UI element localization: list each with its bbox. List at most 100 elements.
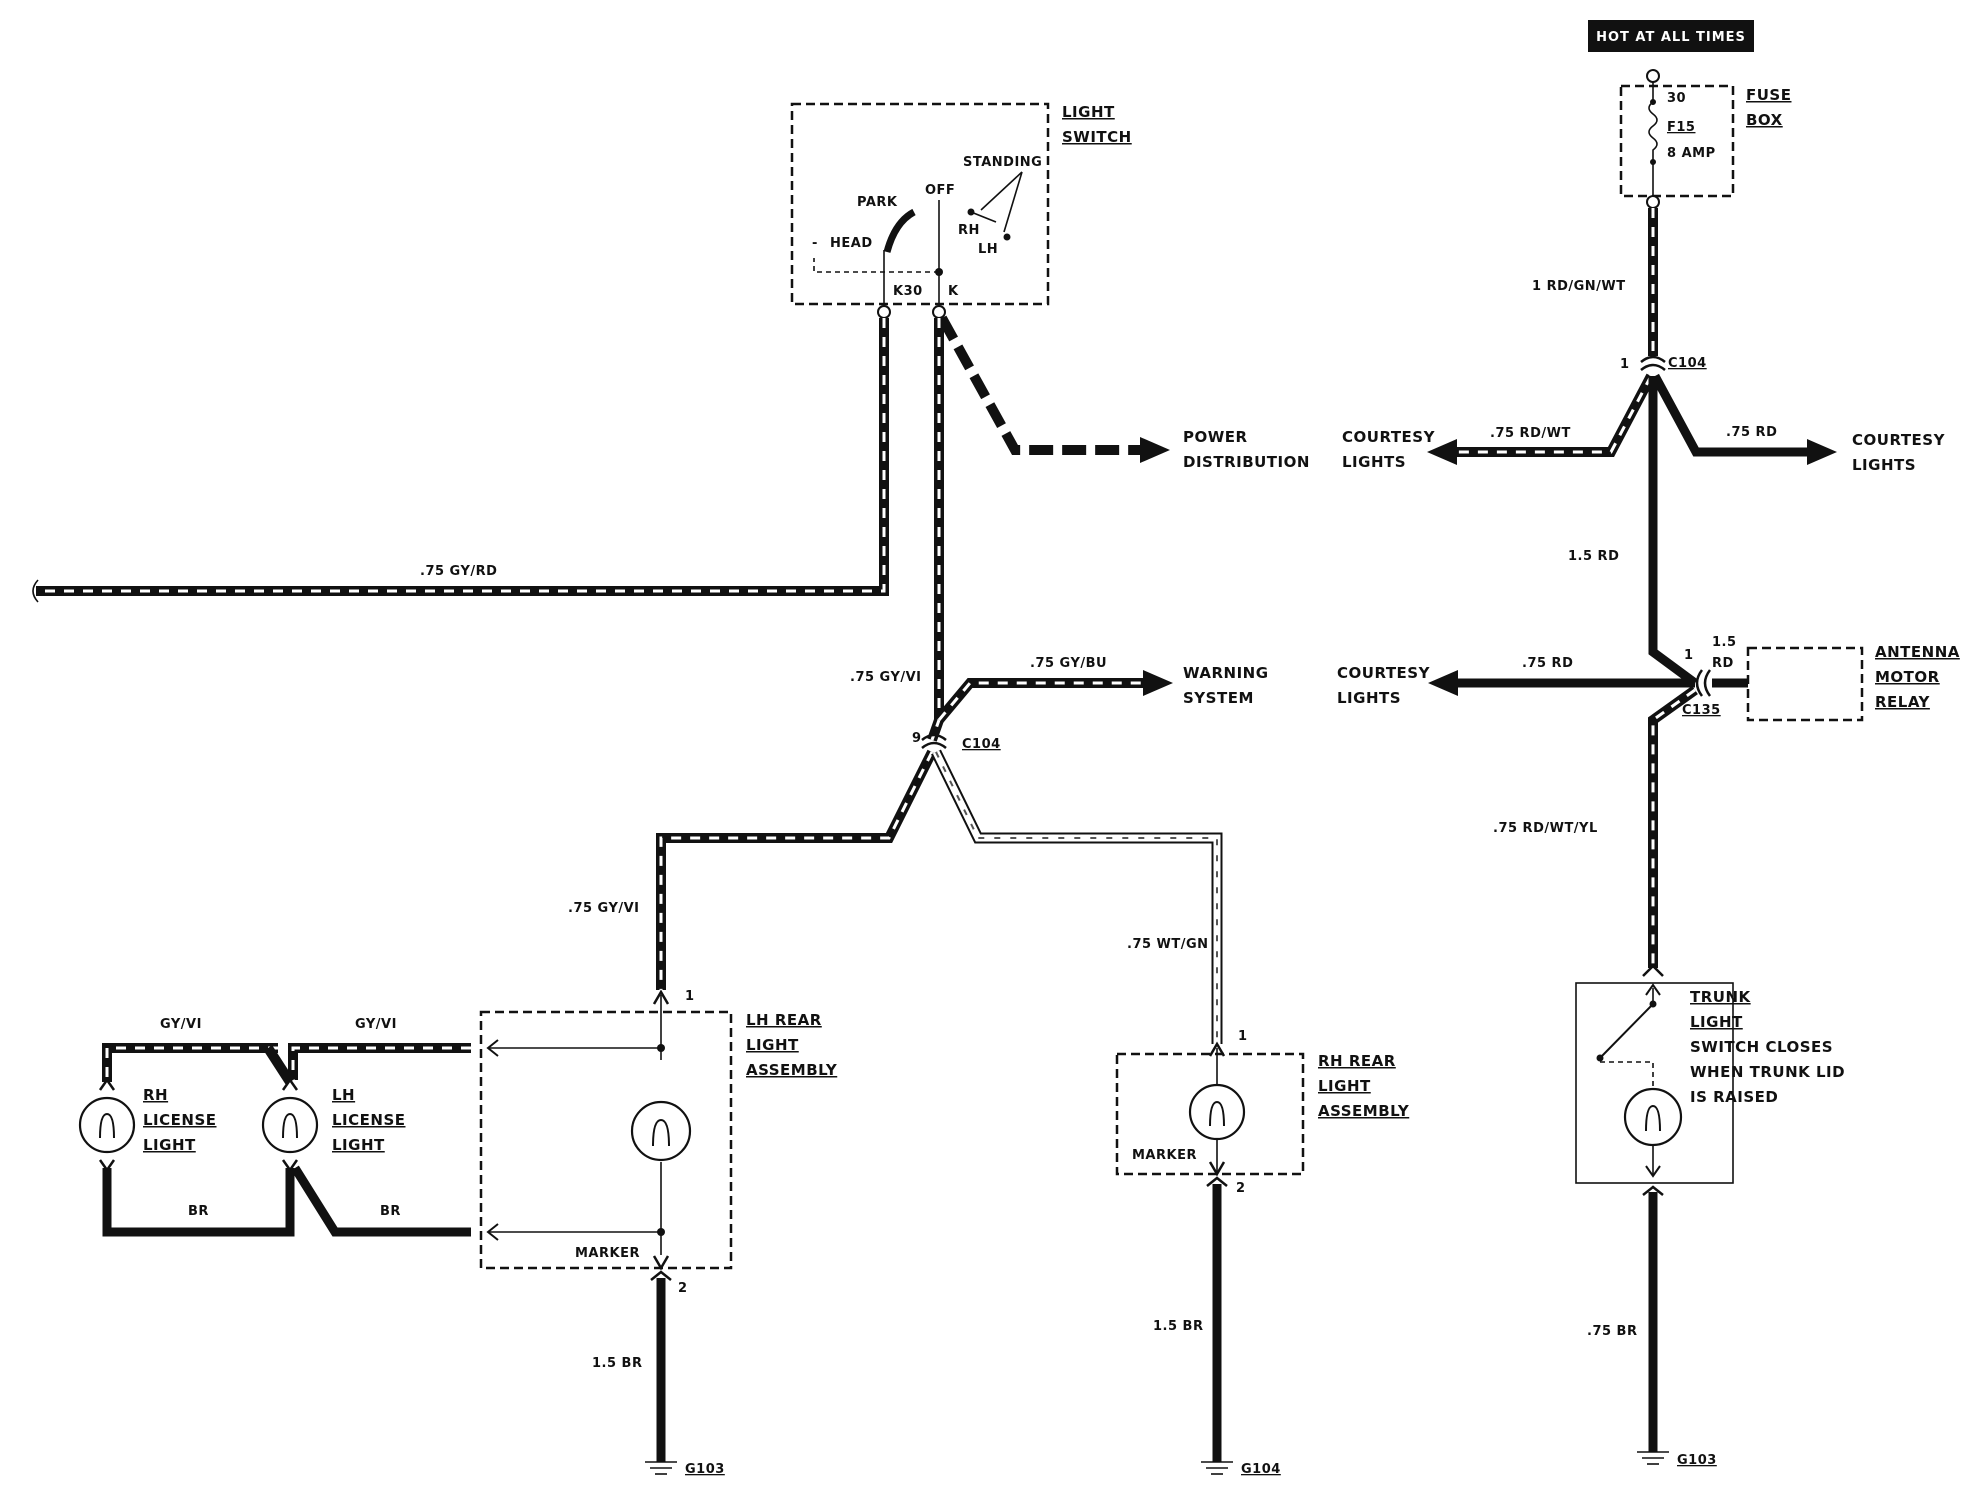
- wire-label-gy-rd: .75 GY/RD: [420, 564, 497, 579]
- wire-wt-gn: [931, 749, 1223, 1044]
- switch-rh-dot: [967, 208, 975, 216]
- ground-g104: G104: [1241, 1462, 1281, 1477]
- switch-pos-standing: STANDING: [963, 155, 1042, 170]
- wire-label-lic-gy-vi-1: GY/VI: [160, 1017, 202, 1032]
- wire-label-gy-vi-upper: .75 GY/VI: [850, 670, 922, 685]
- connector-c104-left-label: C104: [962, 737, 1001, 752]
- wire-label-lh-ground: 1.5 BR: [592, 1356, 642, 1371]
- connector-c104-right-label: C104: [1668, 356, 1707, 371]
- wire-label-gy-vi-lower: .75 GY/VI: [568, 901, 640, 916]
- rh-pin-2: 2: [1236, 1181, 1246, 1196]
- warning-system-label: SYSTEM: [1183, 689, 1254, 707]
- wire-gy-bu: [935, 670, 1173, 724]
- lh-license-light: [261, 1077, 319, 1173]
- trunk-light-label: LIGHT: [1690, 1013, 1743, 1031]
- wire-label-lic-br-2: BR: [380, 1204, 401, 1219]
- trunk-light-label: WHEN TRUNK LID: [1690, 1063, 1845, 1081]
- rh-marker-label: MARKER: [1132, 1148, 1197, 1163]
- fuse-rating: 8 AMP: [1667, 146, 1716, 161]
- power-distribution-label: POWER: [1183, 428, 1248, 446]
- wire-label-trunk-ground: .75 BR: [1587, 1324, 1637, 1339]
- wire-power-distribution: [937, 315, 1170, 463]
- lh-rear-light-assembly: MARKER 1 2: [479, 989, 733, 1296]
- switch-terminal-k30: [877, 305, 891, 319]
- connector-c104-left-pin: 9: [912, 731, 922, 746]
- connector-c135-pin: 1: [1684, 648, 1694, 663]
- lh-pin-2: 2: [678, 1281, 688, 1296]
- antenna-motor-relay: [1746, 646, 1864, 722]
- switch-pos-lh: LH: [978, 242, 998, 257]
- wire-gy-vi-upper: [927, 318, 944, 742]
- switch-pos-off: OFF: [925, 183, 955, 198]
- rh-license-light: [78, 1077, 136, 1173]
- switch-head-dash: -: [812, 236, 818, 251]
- connector-c104-right-pin: 1: [1620, 357, 1630, 372]
- switch-head-link: [813, 258, 939, 273]
- lh-license-label: LIGHT: [332, 1136, 385, 1154]
- rh-license-label: LICENSE: [143, 1111, 217, 1129]
- wire-label-rd-right: .75 RD: [1726, 425, 1777, 440]
- rh-rear-bulb: [1188, 1083, 1246, 1141]
- trunk-light: [1575, 964, 1734, 1184]
- switch-pos-head: HEAD: [830, 236, 873, 251]
- fuse-box-label: BOX: [1746, 111, 1783, 129]
- wire-label-rh-ground: 1.5 BR: [1153, 1319, 1203, 1334]
- wire-label-antenna-rd: RD: [1712, 656, 1734, 671]
- connector-c135: [1695, 669, 1748, 697]
- trunk-light-label: IS RAISED: [1690, 1088, 1778, 1106]
- lh-rear-label: ASSEMBLY: [746, 1061, 838, 1079]
- rh-license-label: LIGHT: [143, 1136, 196, 1154]
- connector-c104-left: [921, 733, 947, 749]
- lh-pin-1: 1: [685, 989, 695, 1004]
- switch-term-k30: K30: [893, 284, 923, 299]
- lh-rear-label: LH REAR: [746, 1011, 822, 1029]
- antenna-relay-label: ANTENNA: [1875, 643, 1960, 661]
- switch-rh-contact: [970, 211, 997, 223]
- courtesy-lights-mid-label: COURTESY: [1337, 664, 1431, 682]
- light-switch-label: LIGHT: [1062, 103, 1115, 121]
- wire-lh-ground: [645, 1270, 677, 1475]
- connector-c104-right: [1640, 355, 1666, 371]
- lh-license-label: LICENSE: [332, 1111, 406, 1129]
- antenna-relay-box: [1746, 646, 1864, 722]
- warning-system-label: WARNING: [1183, 664, 1269, 682]
- power-distribution-label: DISTRIBUTION: [1183, 453, 1310, 471]
- wire-rh-ground: [1201, 1176, 1233, 1475]
- lh-rear-label: LIGHT: [746, 1036, 799, 1054]
- wire-label-rd-15: 1.5 RD: [1568, 549, 1619, 564]
- lh-rear-bulb: [630, 1100, 692, 1162]
- rh-rear-label: LIGHT: [1318, 1077, 1371, 1095]
- wire-label-rd-wt: .75 RD/WT: [1490, 426, 1571, 441]
- fuse-name: F15: [1667, 120, 1695, 135]
- lh-license-bulb: [261, 1096, 319, 1154]
- trunk-light-box: [1575, 982, 1734, 1184]
- wire-label-rd-gn-wt: 1 RD/GN/WT: [1532, 279, 1626, 294]
- trunk-light-label: SWITCH CLOSES: [1690, 1038, 1833, 1056]
- courtesy-lights-right-label: LIGHTS: [1852, 456, 1916, 474]
- fuse-terminal-30: 30: [1667, 91, 1686, 106]
- lh-marker-label: MARKER: [575, 1246, 640, 1261]
- wire-label-rd-mid: .75 RD: [1522, 656, 1573, 671]
- lh-rear-box: [479, 1010, 733, 1270]
- standing-pointer: [980, 171, 1023, 211]
- rh-license-label: RH: [143, 1086, 168, 1104]
- antenna-relay-label: RELAY: [1875, 693, 1931, 711]
- switch-terminal-k: [932, 305, 946, 319]
- light-switch-label: SWITCH: [1062, 128, 1132, 146]
- trunk-light-label: TRUNK: [1690, 988, 1752, 1006]
- switch-pos-rh: RH: [958, 223, 980, 238]
- wire-gy-rd: [32, 318, 889, 603]
- light-switch: LIGHT SWITCH STANDING PARK OFF HEAD - RH…: [790, 102, 1132, 319]
- wire-trunk-ground: [1637, 1185, 1669, 1465]
- courtesy-lights-mid-label: LIGHTS: [1337, 689, 1401, 707]
- wire-label-lic-gy-vi-2: GY/VI: [355, 1017, 397, 1032]
- rh-rear-light-assembly: MARKER 1 2: [1115, 1029, 1305, 1196]
- switch-park-contact: [883, 208, 916, 253]
- wire-rd-mid: [1428, 670, 1695, 696]
- standing-pointer: [1003, 171, 1023, 233]
- light-switch-box: [790, 102, 1050, 306]
- courtesy-lights-right-label: COURTESY: [1852, 431, 1946, 449]
- trunk-light-bulb: [1623, 1087, 1683, 1147]
- ground-g103-right: G103: [1677, 1453, 1717, 1468]
